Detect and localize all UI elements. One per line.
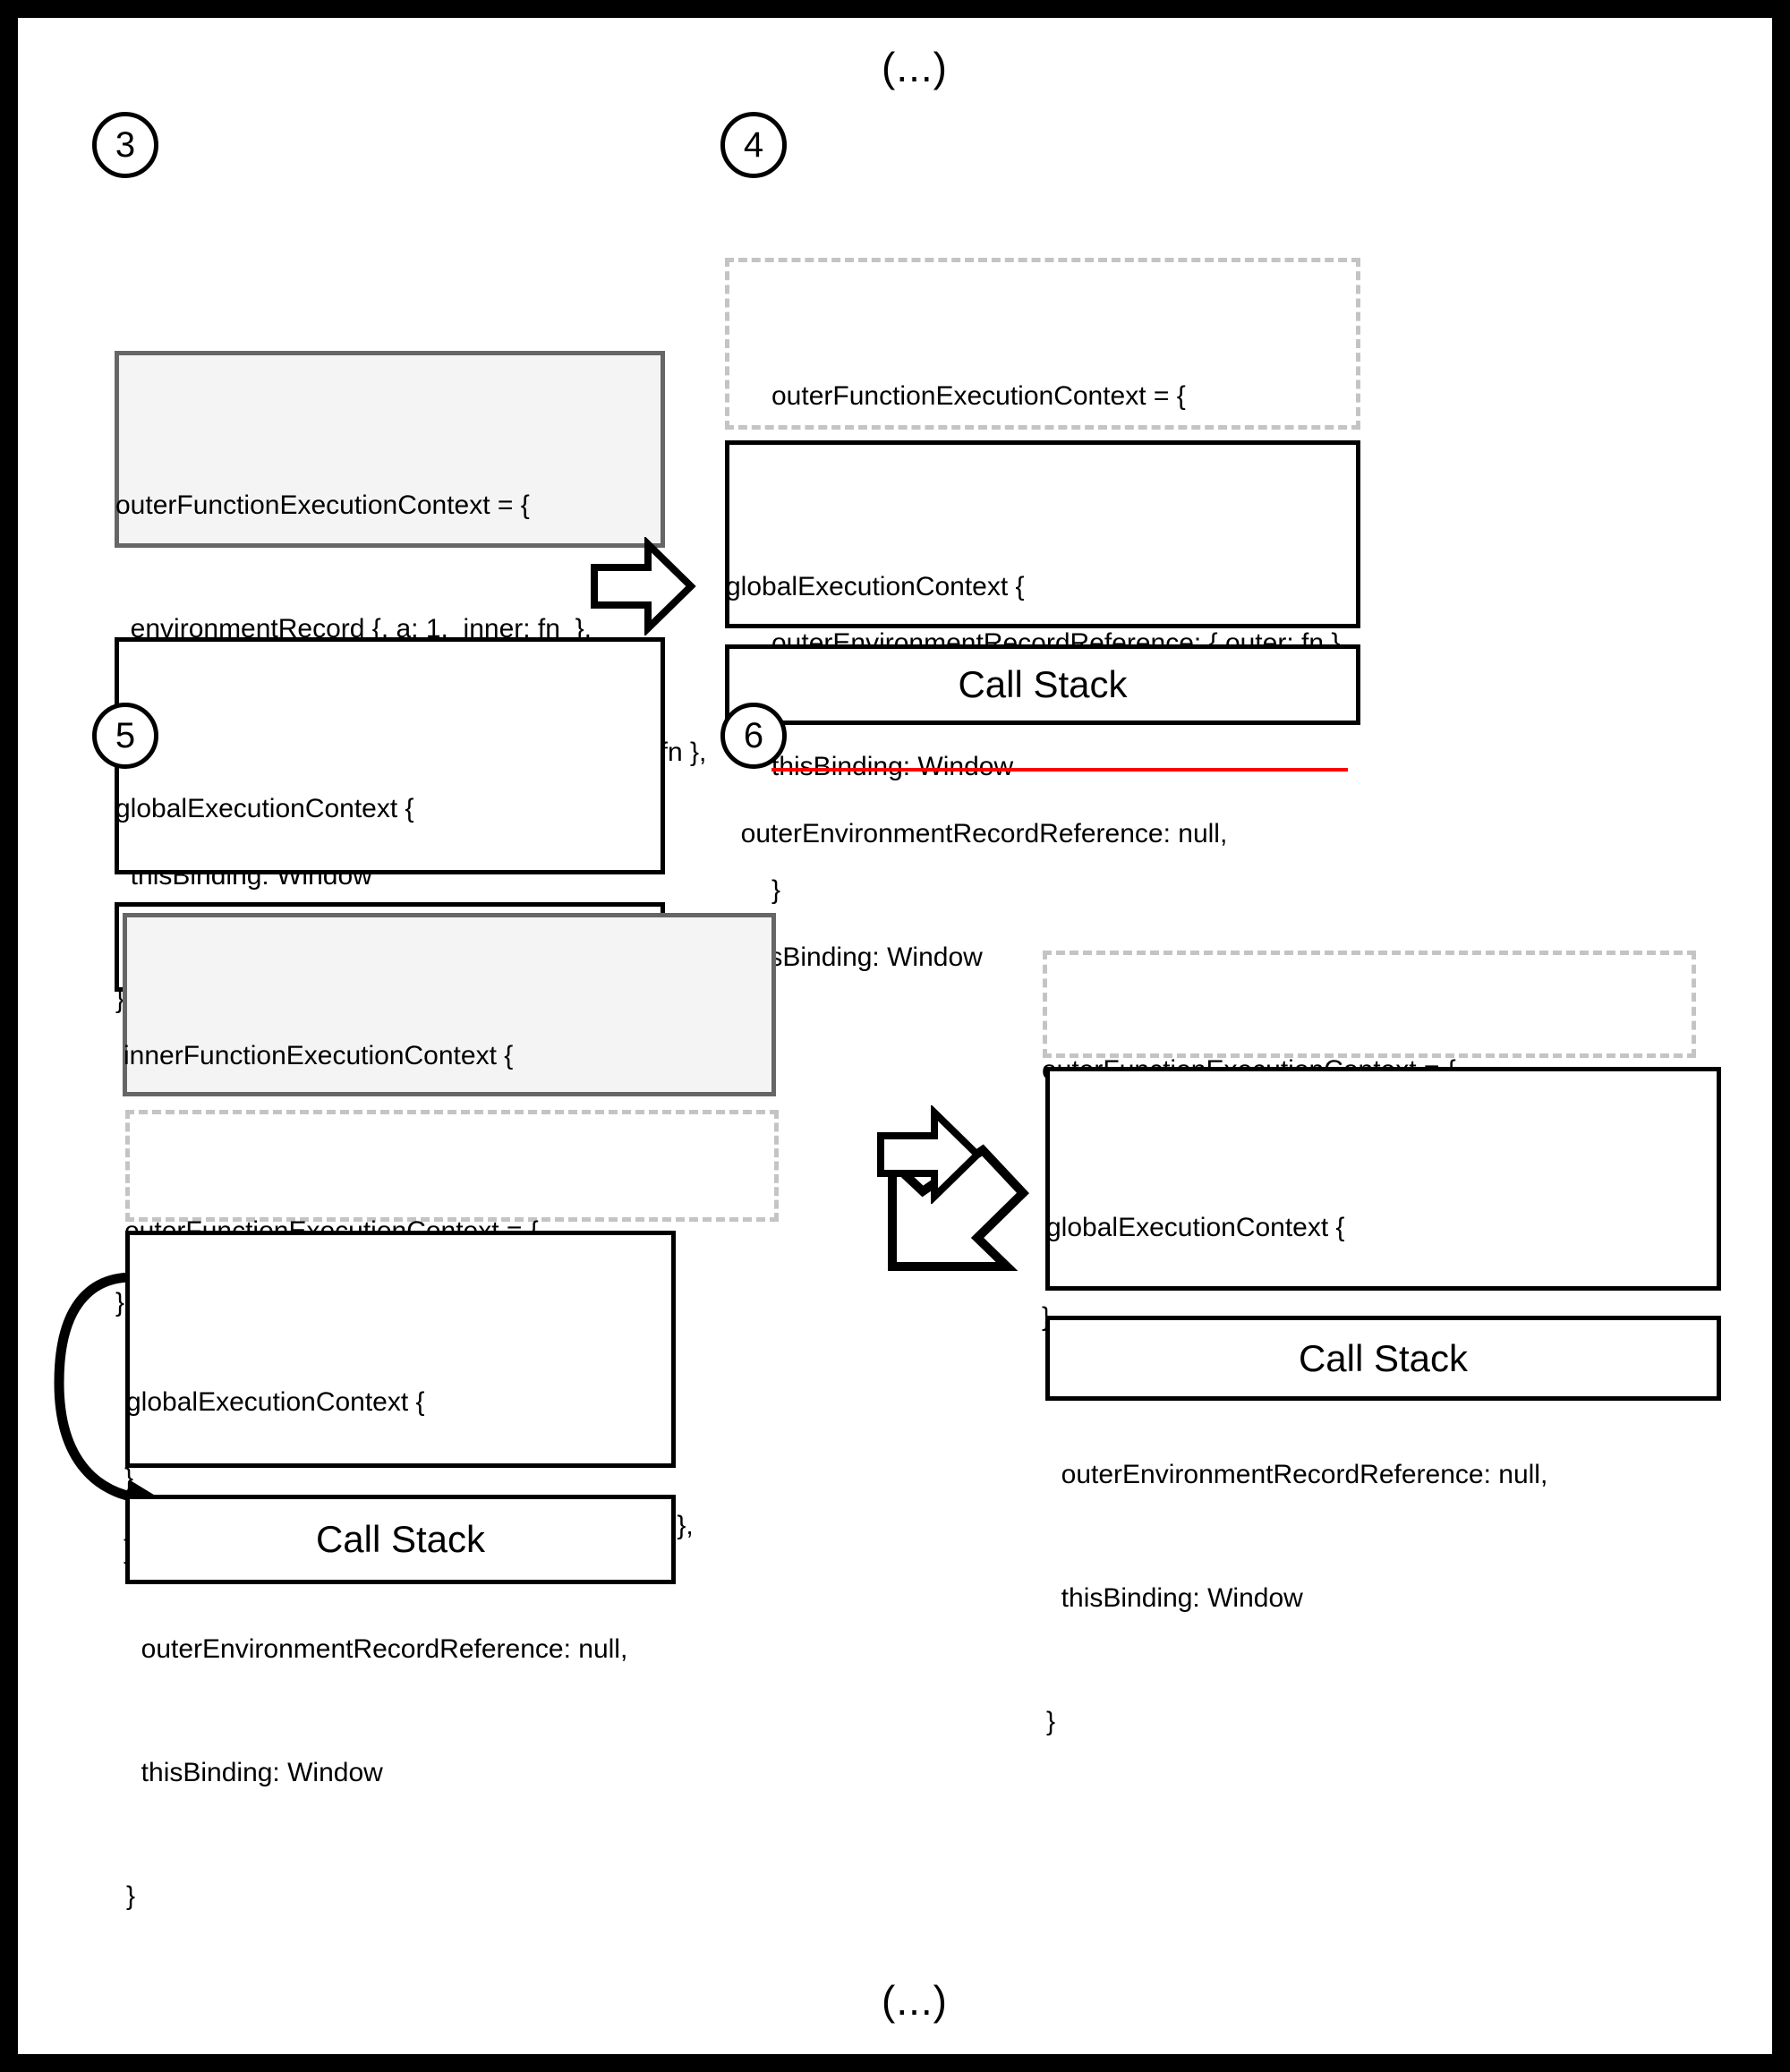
ctx-line: } [126, 1881, 136, 1911]
ctx-line: } [1046, 1707, 1056, 1736]
ctx-line: globalExecutionContext { [126, 1387, 425, 1417]
step4-call-stack-box: Call Stack [725, 644, 1360, 725]
step5-inner-function-context-box: innerFunctionExecutionContext { environm… [123, 913, 776, 1565]
step5-global-context-text: globalExecutionContext { environmentReco… [126, 1300, 694, 2000]
ctx-line: thisBinding: Window [1046, 1583, 1303, 1613]
ctx-line: outerEnvironmentRecordReference: null, [1046, 1460, 1548, 1489]
ctx-line: outerEnvironmentRecordReference: null, [126, 1634, 628, 1664]
step-circle-5: 5 [92, 703, 158, 769]
step3-global-context-box: globalExecutionContext { environmentReco… [115, 637, 665, 1317]
ctx-line: innerFunctionExecutionContext { [124, 1041, 514, 1070]
ctx-line: globalExecutionContext { [726, 572, 1025, 601]
ellipsis-marker-bottom: (...) [882, 1977, 948, 2024]
ctx-line: outerFunctionExecutionContext = { [771, 381, 1186, 411]
ctx-line: } [124, 1463, 134, 1493]
ctx-line: } [771, 875, 781, 905]
step-circle-4: 4 [720, 112, 787, 178]
arrow-step5-to-step6 [877, 1105, 983, 1204]
step6-call-stack-box: Call Stack [1045, 1316, 1721, 1401]
step-circle-6: 6 [720, 703, 787, 769]
ellipsis-marker-top: (...) [882, 44, 948, 90]
arrow-step3-to-step4 [589, 535, 696, 640]
ctx-line: } [115, 985, 125, 1014]
ctx-line: outerFunctionExecutionContext = { [115, 490, 530, 520]
ctx-line: thisBinding: Window [126, 1758, 383, 1787]
step4-global-context-box: globalExecutionContext { environmentReco… [725, 440, 1360, 1096]
step5-call-stack-box: Call Stack [125, 1495, 676, 1584]
ctx-line-struck: thisBinding: Window [771, 746, 1348, 788]
diagram-frame: (...) (...) 3 outerFunctionExecutionCont… [18, 18, 1772, 2054]
ctx-line: globalExecutionContext { [1046, 1213, 1345, 1242]
step5-outer-function-context-box: outerFunctionExecutionContext = { enviro… [124, 1110, 779, 1493]
step6-outer-function-context-box: outerFunctionExecutionContext = { enviro… [1042, 951, 1696, 1332]
arrow-step4-to-step5 [888, 1144, 1029, 1271]
ctx-line: outerEnvironmentRecordReference: null, [726, 819, 1228, 848]
step6-global-context-text: globalExecutionContext { environmentReco… [1046, 1125, 1614, 1825]
step-circle-3: 3 [92, 112, 158, 178]
ctx-line: } [115, 1288, 125, 1317]
ctx-line: globalExecutionContext { [115, 794, 414, 823]
step6-global-context-box: globalExecutionContext { environmentReco… [1045, 1067, 1721, 1736]
step4-outer-function-context-box: outerFunctionExecutionContext = { enviro… [725, 258, 1360, 905]
step3-outer-function-context-box: outerFunctionExecutionContext = { enviro… [115, 351, 706, 1014]
step5-global-context-box: globalExecutionContext { environmentReco… [125, 1231, 694, 1911]
